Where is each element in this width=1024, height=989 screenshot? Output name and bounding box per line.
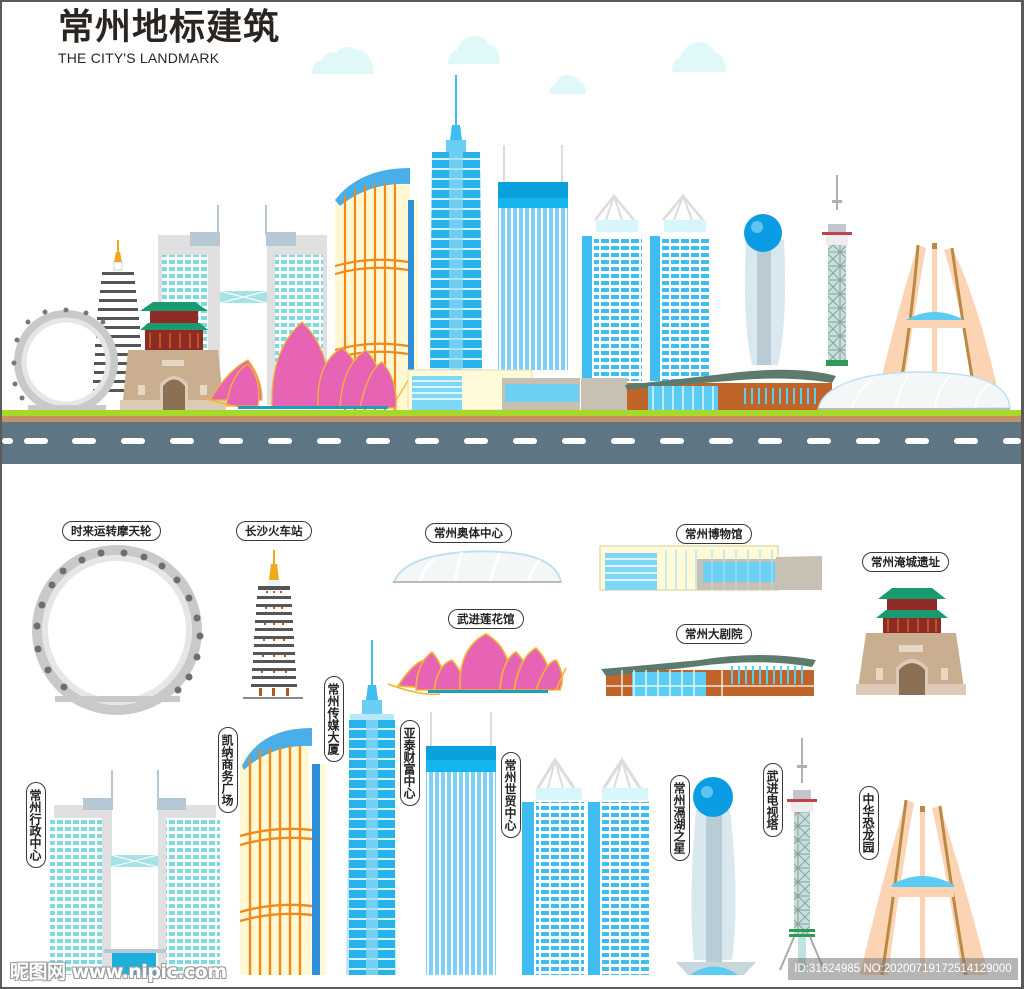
label-grand-theatre: 常州大剧院	[676, 624, 752, 644]
lotus-hall-illustration	[387, 633, 567, 696]
label-railway-station: 长沙火车站	[236, 521, 312, 541]
world-trade-building	[582, 192, 710, 381]
label-yancheng-ruins: 常州淹城遗址	[862, 552, 949, 572]
museum-illustration	[599, 545, 822, 591]
tv-tower-building	[822, 175, 852, 366]
yatai-center-building	[498, 145, 568, 370]
label-gehu-star: 常州滆湖之星	[670, 775, 690, 861]
page-title: 常州地标建筑	[58, 7, 281, 48]
museum-building	[407, 369, 627, 411]
lotus-base	[428, 690, 548, 693]
lotus-hall-building	[203, 321, 409, 409]
label-yatai-center: 亚泰财富中心	[400, 720, 420, 806]
city-gate-building	[120, 302, 226, 410]
ferris-wheel-illustration	[32, 545, 204, 715]
yatai-center-illustration	[426, 712, 496, 975]
media-tower-building	[430, 75, 482, 370]
cloud-icon	[312, 36, 726, 94]
lotus-base	[238, 406, 388, 409]
label-olympic-center: 常州奥体中心	[425, 523, 512, 543]
olympic-center-illustration	[392, 550, 563, 583]
yancheng-gate-illustration	[856, 588, 966, 695]
label-admin-center: 常州行政中心	[26, 782, 46, 868]
kaina-plaza-illustration	[239, 728, 326, 975]
admin-center-illustration	[50, 770, 220, 975]
grand-theatre-illustration	[601, 655, 816, 696]
world-trade-illustration	[522, 756, 650, 975]
tv-tower-illustration	[779, 738, 825, 971]
label-museum: 常州博物馆	[676, 524, 752, 544]
label-tv-tower: 武进电视塔	[763, 763, 783, 837]
page-subtitle: THE CITY'S LANDMARK	[58, 50, 220, 66]
label-media-tower: 常州传媒大厦	[324, 676, 344, 762]
grand-theatre-building	[625, 369, 836, 410]
label-lotus-hall: 武进莲花馆	[448, 609, 524, 629]
label-kaina-plaza: 凯纳商务广场	[218, 727, 238, 813]
gehu-star-illustration	[676, 777, 756, 975]
dino-park-illustration	[860, 799, 988, 976]
kaina-plaza-building	[334, 168, 418, 410]
label-world-trade: 常州世贸中心	[501, 752, 521, 838]
soil-strip	[2, 416, 1021, 422]
media-tower-illustration	[346, 640, 396, 975]
watermark-id: ID:31624985 NO:20200719172514129000	[788, 958, 1018, 980]
road-lane-markings	[2, 438, 1021, 444]
watermark-site: 昵图网 www.nipic.com	[10, 961, 227, 983]
olympic-center-building	[817, 371, 1011, 411]
label-ferris-wheel: 时来运转摩天轮	[62, 521, 161, 541]
grass-strip	[2, 410, 1021, 416]
gehu-star-building	[744, 214, 786, 365]
pagoda-illustration	[243, 550, 303, 699]
label-dino-park: 中华恐龙园	[859, 786, 879, 860]
